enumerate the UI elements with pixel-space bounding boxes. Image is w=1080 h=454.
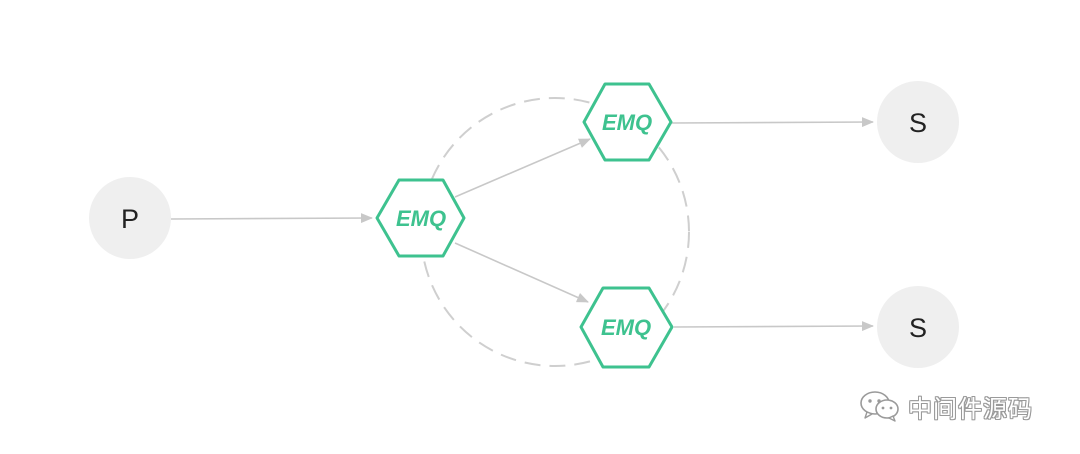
emq-broker-bottom: EMQ [579, 286, 674, 369]
watermark-text: 中间件源码 [908, 394, 1033, 423]
subscriber-bottom-label: S [909, 313, 927, 343]
subscriber-node-top: S [877, 81, 959, 163]
emq-broker-top-label: EMQ [602, 110, 652, 135]
cluster-ring [420, 97, 690, 367]
wechat-icon [860, 391, 899, 422]
arrow-emq-left-to-emq-top [454, 138, 591, 198]
emq-broker-bottom-label: EMQ [601, 315, 651, 340]
watermark: 中间件源码 [858, 389, 1033, 423]
subscriber-top-label: S [909, 108, 927, 138]
producer-node: P [89, 177, 171, 259]
emq-broker-left-label: EMQ [396, 206, 446, 231]
subscriber-node-bottom: S [877, 286, 959, 368]
emq-broker-left: EMQ [375, 178, 466, 258]
arrow-emq-bottom-to-s-bottom [673, 321, 874, 332]
emq-broker-top: EMQ [582, 82, 673, 162]
arrow-p-to-emq-left [170, 213, 373, 224]
arrow-emq-left-to-emq-bottom [454, 242, 589, 303]
producer-label: P [121, 204, 139, 234]
arrow-emq-top-to-s-top [671, 117, 874, 128]
